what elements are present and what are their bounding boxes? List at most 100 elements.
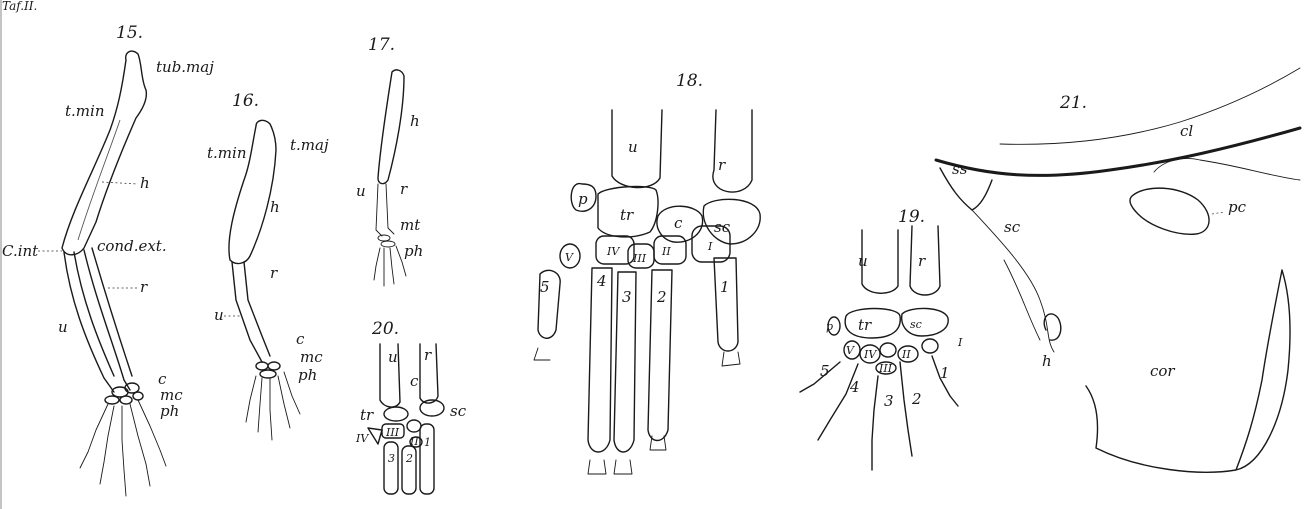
label-digit-1: 1 <box>720 278 730 296</box>
figure-17: 17. h u r mt ph <box>356 35 423 286</box>
figure-number: 16. <box>232 91 259 111</box>
label-digit-4: 4 <box>596 272 607 290</box>
label-r: r <box>400 180 408 198</box>
label-c-int: C.int <box>2 242 39 260</box>
label-tub-maj: tub.maj <box>156 58 214 76</box>
digits <box>246 372 300 440</box>
label-pc: pc <box>1228 198 1247 216</box>
label-digit-4: 4 <box>849 378 860 396</box>
phalanx-stubs <box>534 348 740 474</box>
label-cond-ext: cond.ext. <box>97 237 167 255</box>
label-digit-3: 3 <box>884 392 894 410</box>
label-u: u <box>858 252 868 270</box>
label-ss: ss <box>952 160 968 178</box>
label-u: u <box>214 306 224 324</box>
metacarpals <box>538 258 738 452</box>
label-digit-1: 1 <box>424 436 431 449</box>
label-t-min: t.min <box>207 144 246 162</box>
radius-ulna <box>376 184 394 236</box>
label-roman-iii: III <box>385 426 400 439</box>
label-c: c <box>296 330 305 348</box>
label-p: p <box>826 320 833 333</box>
foramen <box>1130 188 1209 234</box>
label-roman-iii: III <box>632 252 647 265</box>
label-ph: ph <box>298 366 317 384</box>
label-mt: mt <box>400 216 421 234</box>
label-digit-3: 3 <box>388 452 395 465</box>
label-r: r <box>918 252 926 270</box>
label-digit-5: 5 <box>820 362 830 380</box>
carpus <box>378 235 395 247</box>
carpals <box>368 400 444 447</box>
label-t-maj: t.maj <box>290 136 329 154</box>
label-tr: tr <box>360 406 374 424</box>
label-r: r <box>718 156 726 174</box>
figure-number: 20. <box>371 319 399 339</box>
carpus <box>256 362 280 378</box>
label-h: h <box>270 198 280 216</box>
figure-20: 20. u c r sc tr IV III II 3 2 1 <box>355 319 467 494</box>
label-cor: cor <box>1150 362 1175 380</box>
radius-ulna <box>232 262 270 362</box>
figure-number: 18. <box>676 71 703 91</box>
label-u: u <box>356 182 366 200</box>
label-digit-2: 2 <box>405 452 413 465</box>
forearm-bones <box>862 226 940 295</box>
label-h: h <box>140 174 150 192</box>
label-sc: sc <box>910 318 922 331</box>
label-roman-v: V <box>846 344 855 357</box>
label-h: h <box>1042 352 1052 370</box>
label-c: c <box>410 372 419 390</box>
label-roman-iii: III <box>878 362 893 375</box>
digits <box>80 400 166 496</box>
carpus <box>105 383 143 404</box>
figure-number: 21. <box>1059 93 1087 113</box>
figure-number: 19. <box>898 207 925 227</box>
label-roman-ii: II <box>661 245 671 258</box>
figure-16: 16. t.min t.maj h r u c mc ph <box>207 91 329 440</box>
label-roman-v: V <box>565 251 574 264</box>
digits <box>374 246 406 286</box>
label-sc: sc <box>1004 218 1021 236</box>
label-p: p <box>578 190 588 208</box>
label-ph: ph <box>160 402 179 420</box>
label-sc: sc <box>714 218 731 236</box>
leader-h <box>102 182 138 184</box>
label-roman-ii: II <box>409 435 419 448</box>
label-roman-iv: IV <box>606 245 620 258</box>
clavicle-edge <box>936 128 1300 175</box>
label-ph: ph <box>404 242 423 260</box>
label-h: h <box>410 112 420 130</box>
label-roman-i: I <box>957 336 963 349</box>
clavicle-upper <box>1000 68 1300 144</box>
label-tr: tr <box>858 316 872 334</box>
label-r: r <box>424 346 432 364</box>
figure-number: 17. <box>368 35 395 55</box>
label-roman-i: I <box>707 240 713 253</box>
humerus <box>62 51 146 255</box>
label-t-min: t.min <box>65 102 104 120</box>
figure-21: 21. cl ss sc pc h cor <box>936 68 1300 472</box>
figure-19: 19. u r p tr sc I V IV <box>800 207 963 470</box>
label-digit-2: 2 <box>656 288 667 306</box>
humerus <box>229 120 276 263</box>
label-r: r <box>140 278 148 296</box>
label-digit-2: 2 <box>911 390 922 408</box>
label-u: u <box>388 348 398 366</box>
humerus <box>378 70 404 184</box>
coracoid <box>1086 270 1290 472</box>
label-cl: cl <box>1180 122 1193 140</box>
label-u: u <box>58 318 68 336</box>
label-mc: mc <box>300 348 323 366</box>
leader-pc <box>1212 212 1224 214</box>
label-digit-3: 3 <box>622 288 632 306</box>
figure-15: 15. t.min tub.maj h C.int cond.ext. <box>2 23 214 496</box>
label-c: c <box>674 214 683 232</box>
label-roman-iv: IV <box>355 432 369 445</box>
cartilage-line <box>1154 159 1300 181</box>
carpals <box>560 184 760 268</box>
label-sc: sc <box>450 402 467 420</box>
label-tr: tr <box>620 206 634 224</box>
plate-header: Taf.II. <box>2 0 37 13</box>
